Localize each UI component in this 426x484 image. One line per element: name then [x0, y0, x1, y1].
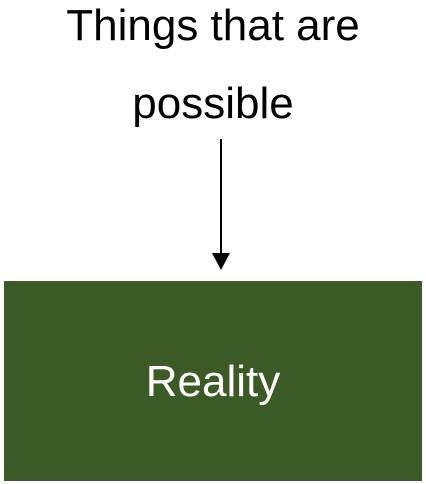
reality-box: Reality [4, 281, 422, 481]
reality-label: Reality [145, 357, 281, 406]
possibilities-label: Things that are possible [0, 4, 426, 126]
possibilities-label-line1: Things that are [66, 1, 360, 50]
possibilities-label-line2: possible [132, 79, 294, 128]
arrow-head [212, 253, 230, 270]
